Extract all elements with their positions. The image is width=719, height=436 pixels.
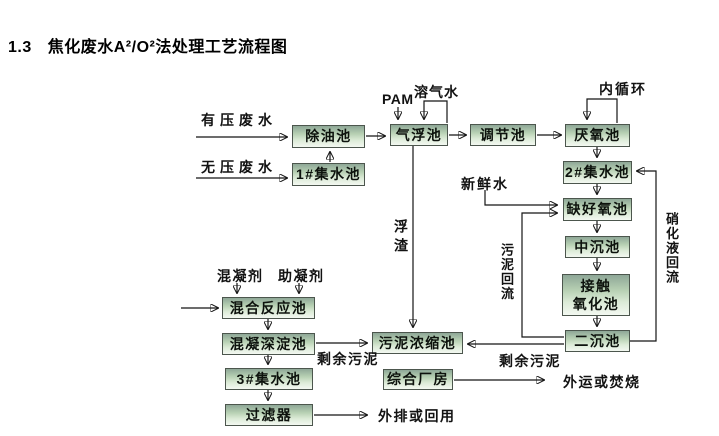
label-scum: 浮渣: [393, 219, 409, 257]
label-pam: PAM: [382, 91, 414, 107]
label-excess-sludge-left: 剩余污泥: [317, 351, 379, 367]
connector-sludge-return: [521, 213, 564, 338]
label-coagulant: 混凝剂: [217, 268, 264, 284]
label-fresh-water: 新鲜水: [461, 176, 509, 192]
connector-internal-circulation: [587, 98, 618, 123]
label-coagulant-aid: 助凝剂: [278, 268, 325, 284]
box-general-workshop: 综合厂房: [383, 369, 453, 390]
box-no2-collecting-pool: 2#集水池: [563, 161, 632, 184]
label-outward-or-incineration: 外运或焚烧: [563, 374, 641, 390]
box-contact-oxidation-pool: 接触 氧化池: [562, 274, 630, 316]
box-middle-sedimentation-pool: 中沉池: [565, 236, 630, 258]
box-anoxic-oxic-pool: 缺好氧池: [563, 198, 632, 221]
box-anaerobic-pool: 厌氧池: [565, 124, 630, 147]
box-air-flotation-pool: 气浮池: [390, 124, 448, 146]
label-discharge-or-reuse: 外排或回用: [378, 408, 456, 424]
label-dissolved-air-water: 溶气水: [414, 84, 459, 100]
label-sludge-return: 污泥回流: [499, 243, 514, 301]
box-filter: 过滤器: [225, 404, 313, 426]
connector-nitrified-liquid-return: [630, 171, 657, 342]
label-internal-circulation: 内循环: [599, 81, 647, 97]
box-sludge-thickening-pool: 污泥浓缩池: [372, 332, 463, 354]
title-text: 焦化废水A²/O²法处理工艺流程图: [47, 39, 288, 56]
box-no1-collecting-pool: 1#集水池: [292, 163, 365, 186]
box-mixing-reaction-pool: 混合反应池: [222, 297, 315, 319]
contact-oxidation-line2: 氧化池: [572, 296, 620, 312]
box-secondary-sedimentation-pool: 二沉池: [565, 330, 630, 352]
connector-dissolved-air-water: [424, 100, 448, 123]
box-regulating-pool: 调节池: [470, 124, 536, 146]
box-oil-removal-pool: 除油池: [292, 125, 365, 148]
page-title: 1.3 焦化废水A²/O²法处理工艺流程图: [8, 33, 287, 57]
section-number: 1.3: [8, 39, 32, 56]
label-nitrified-liquid-return: 硝化液回流: [664, 212, 679, 285]
box-coagulation-sedimentation-pool: 混凝深淀池: [222, 333, 315, 355]
label-pressurized-wastewater: 有压废水: [201, 112, 277, 128]
contact-oxidation-line1: 接触: [580, 277, 612, 294]
box-no3-collecting-pool: 3#集水池: [225, 368, 313, 390]
label-unpressurized-wastewater: 无压废水: [201, 159, 277, 175]
label-excess-sludge-right: 剩余污泥: [499, 353, 561, 369]
